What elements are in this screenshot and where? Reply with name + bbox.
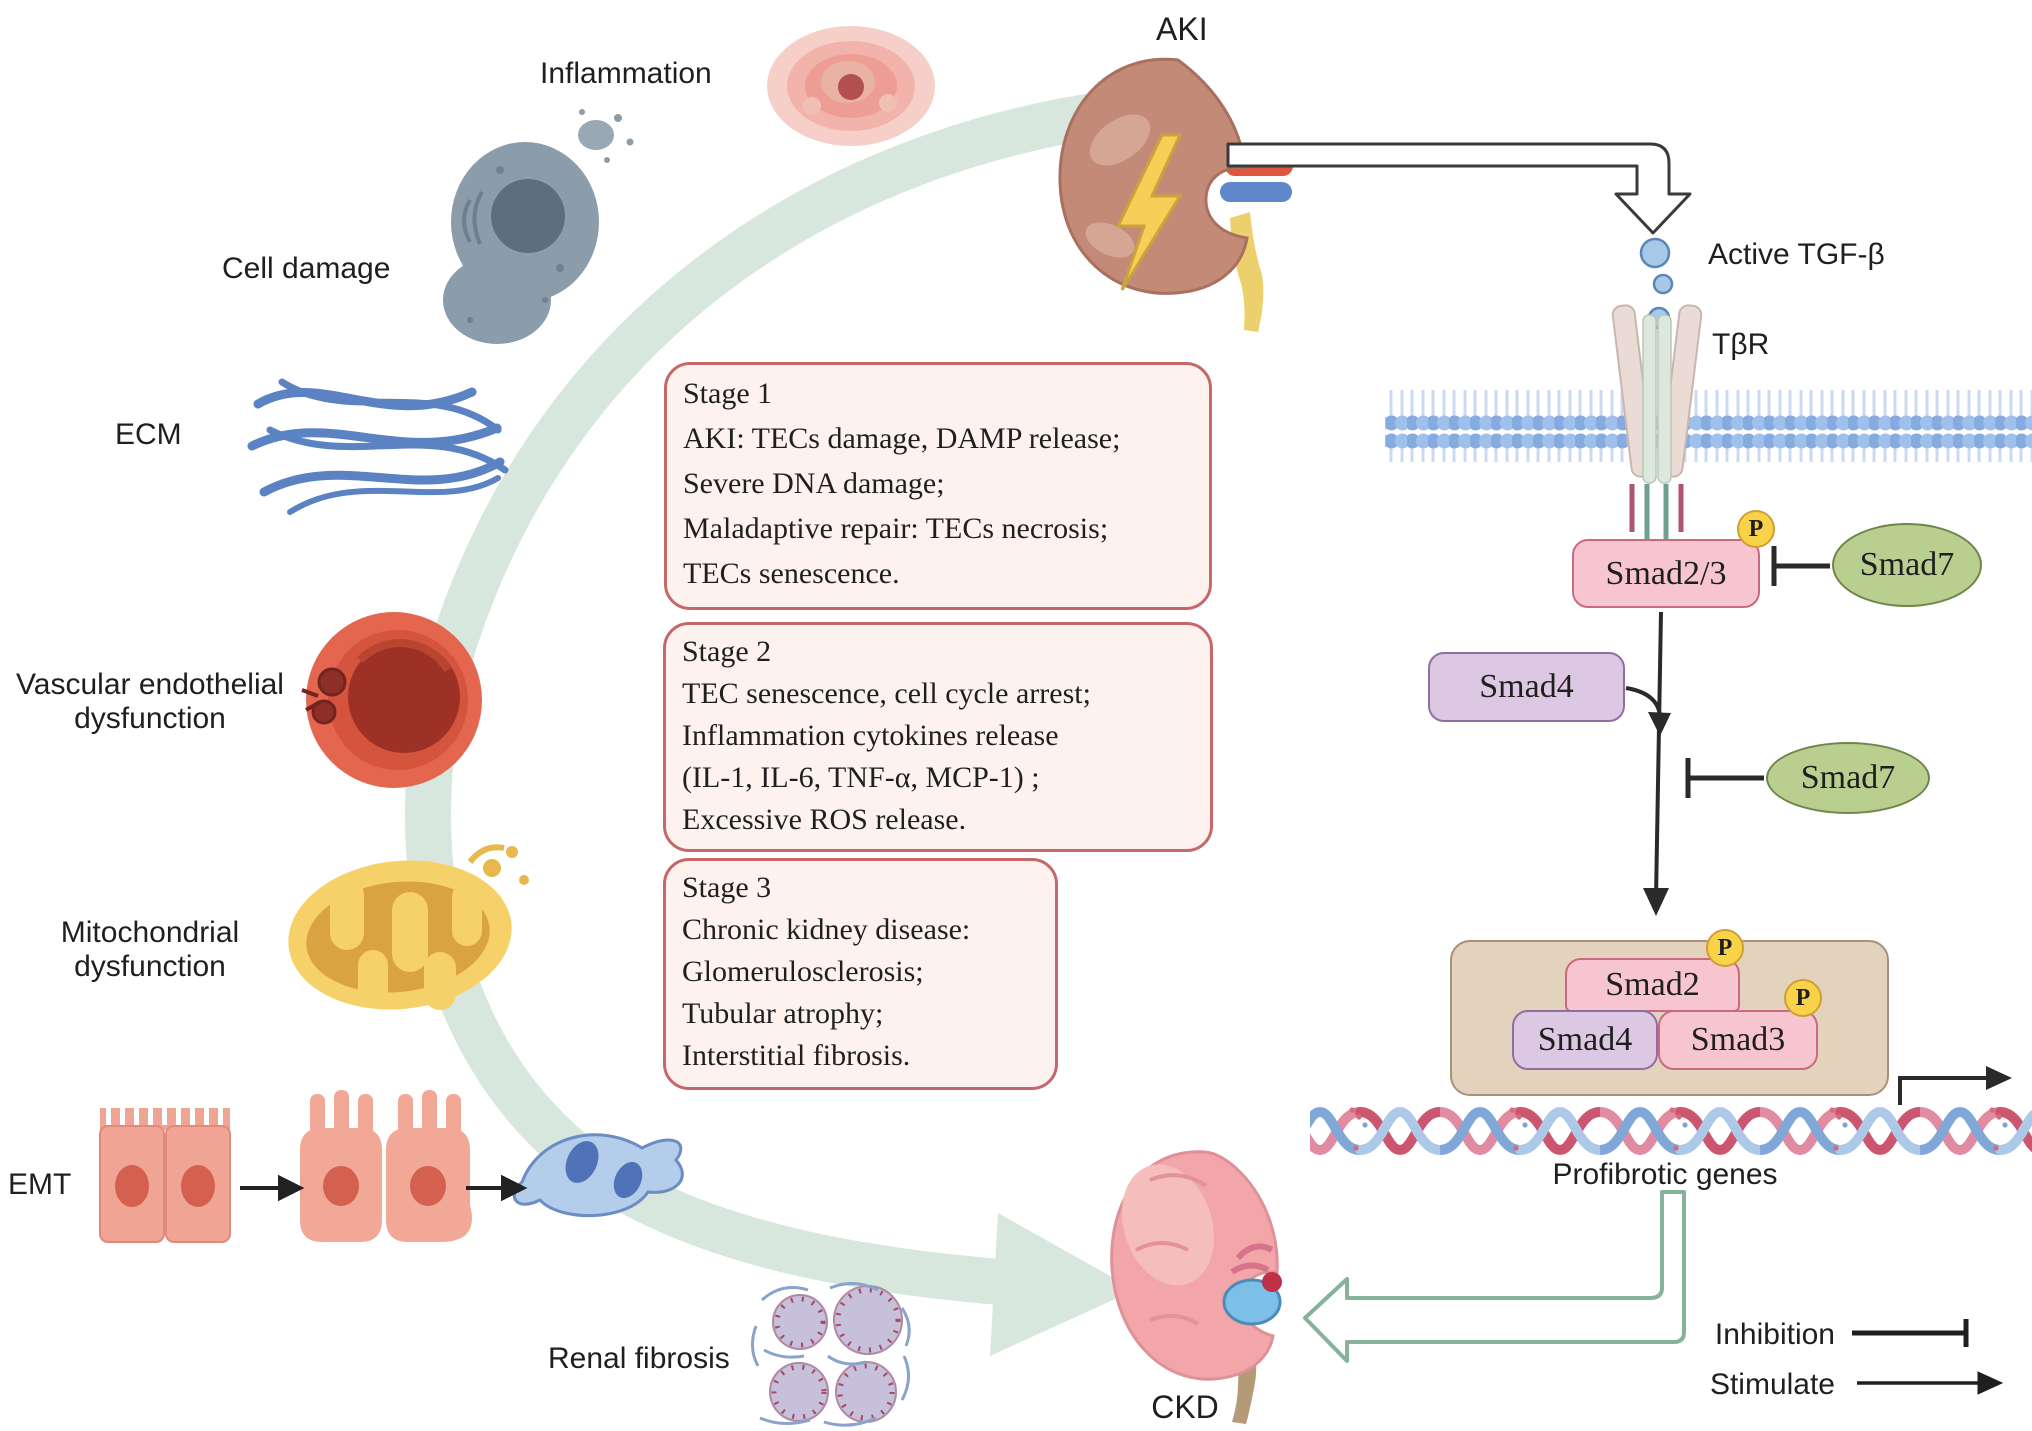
dna-helix — [1310, 1100, 2032, 1158]
legend-inhibition-label: Inhibition — [1714, 1318, 1835, 1351]
phospho-badge-smad3: P — [1784, 979, 1822, 1017]
ecm-fibers-icon — [247, 378, 509, 515]
aki-kidney-icon — [1058, 57, 1293, 332]
smad7-lower-node: Smad7 — [1766, 742, 1930, 814]
label-vascular-line1: Vascular endothelial — [16, 668, 284, 701]
smad4-node: Smad4 — [1428, 652, 1625, 722]
stage3-line: Interstitial fibrosis. — [682, 1039, 911, 1072]
complex-smad3-node: Smad3 — [1658, 1010, 1818, 1070]
label-vascular-line2: dysfunction — [74, 702, 226, 735]
stage1-line: AKI: TECs damage, DAMP release; — [683, 422, 1121, 455]
stage3-line: Stage 3 — [682, 871, 772, 904]
label-active-tgfb: Active TGF-β — [1708, 238, 1885, 271]
stage2-line: Stage 2 — [682, 635, 772, 668]
aki-release-arrow — [1226, 142, 1692, 235]
stage2-line: Excessive ROS release. — [682, 803, 967, 836]
stage1-line: Severe DNA damage; — [683, 467, 945, 500]
mitochondrion-icon — [288, 844, 529, 1010]
stage2-line: (IL-1, IL-6, TNF-α, MCP-1) ; — [682, 761, 1040, 794]
smad7-upper-node: Smad7 — [1832, 523, 1982, 607]
stage3-line: Glomerulosclerosis; — [682, 955, 924, 988]
smad-signaling-connectors — [1625, 546, 2012, 1105]
renal-fibrosis-icon — [751, 1282, 911, 1427]
label-renal-fibrosis: Renal fibrosis — [548, 1342, 730, 1375]
stage1-line: Maladaptive repair: TECs necrosis; — [683, 512, 1109, 545]
aki-to-ckd-progression-arrow — [405, 89, 1135, 1356]
label-ckd: CKD — [1151, 1389, 1219, 1425]
label-inflammation: Inflammation — [540, 57, 712, 90]
stage2-line: TEC senescence, cell cycle arrest; — [682, 677, 1091, 710]
phospho-badge-smad2: P — [1706, 929, 1744, 967]
emt-epithelial-cells-icon — [99, 1108, 231, 1243]
emt-mesenchymal-cells-icon — [512, 1133, 684, 1217]
label-cell-damage: Cell damage — [222, 252, 391, 285]
label-vascular-dysfunction: Vascular endothelial dysfunction — [5, 668, 295, 736]
stage3-line: Tubular atrophy; — [682, 997, 884, 1030]
label-tbr: TβR — [1712, 328, 1770, 361]
emt-transition-cells-icon — [300, 1090, 472, 1242]
tgfb-ligand-icon — [1639, 237, 1674, 330]
label-profibrotic-genes: Profibrotic genes — [1552, 1158, 1778, 1191]
tgfb-receptor-icon — [1611, 304, 1703, 540]
legend-inhibition-glyph — [1852, 1319, 1969, 1347]
label-emt: EMT — [8, 1168, 72, 1201]
stage2-box: Stage 2 TEC senescence, cell cycle arres… — [663, 622, 1213, 852]
label-mito-line2: dysfunction — [74, 950, 226, 983]
damaged-cell-icon — [443, 109, 634, 344]
ckd-kidney-icon — [1110, 1150, 1282, 1424]
profibrotic-to-ckd-arrow — [1303, 1190, 1686, 1363]
emt-arrows — [240, 1174, 528, 1202]
complex-smad4-node: Smad4 — [1512, 1010, 1658, 1070]
label-ecm: ECM — [115, 418, 182, 451]
stage3-line: Chronic kidney disease: — [682, 913, 971, 946]
blood-vessel-icon — [301, 612, 482, 788]
complex-smad2-node: Smad2 — [1565, 958, 1740, 1012]
stage2-line: Inflammation cytokines release — [682, 719, 1059, 752]
legend-stimulate-label: Stimulate — [1709, 1368, 1835, 1401]
smad23-node: Smad2/3 — [1572, 539, 1760, 608]
stage1-line: TECs senescence. — [683, 557, 900, 590]
stage1-box: Stage 1 AKI: TECs damage, DAMP release; … — [664, 362, 1212, 610]
legend-stimulate-glyph — [1857, 1371, 2004, 1395]
stage1-line: Stage 1 — [683, 377, 773, 410]
label-aki: AKI — [1156, 11, 1208, 47]
phospho-badge-smad23: P — [1737, 510, 1775, 548]
cell-membrane — [1385, 390, 2032, 462]
inflammation-icon — [767, 26, 935, 146]
label-mito-line1: Mitochondrial — [60, 916, 240, 949]
label-mitochondrial-dysfunction: Mitochondrial dysfunction — [30, 916, 270, 984]
stage3-box: Stage 3 Chronic kidney disease: Glomerul… — [663, 858, 1058, 1090]
